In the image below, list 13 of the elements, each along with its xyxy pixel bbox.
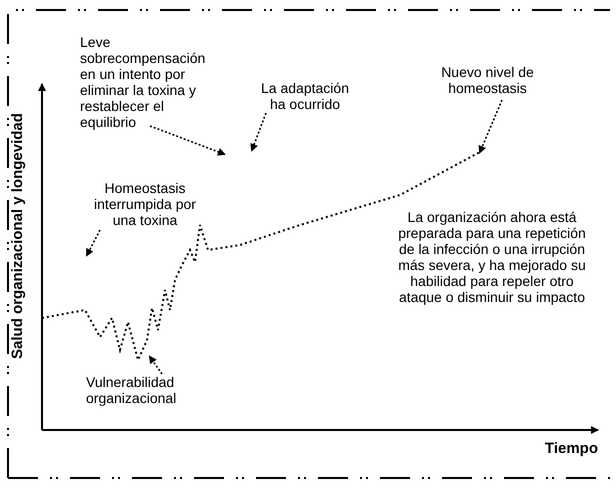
leader-line [250, 112, 267, 152]
leader-line [148, 355, 163, 374]
leader-line [86, 230, 101, 257]
x-axis-label: Tiempo [544, 440, 598, 458]
annotation-text: La organización ahora está preparada para una repetición de la infección o una irrupción más severa, y ha mejorado su habilidad para repeler otro ataque o disminuir su impacto [397, 209, 587, 305]
leader-line [150, 125, 226, 156]
annotation-text: La adaptación ha ocurrido [255, 80, 355, 112]
annotation-text: Nuevo nivel de homeostasis [425, 64, 550, 96]
annotation-text: Homeostasis interrumpida por una toxina [94, 180, 196, 228]
leader-line [478, 100, 503, 154]
annotation-text: Vulnerabilidad organizacional [86, 374, 202, 406]
y-axis-label: Salud organizacional y longevidad [9, 113, 27, 359]
annotation-text: Leve sobrecompensación en un intento por eliminar la toxina y restablecer el equilibrio [80, 34, 202, 130]
